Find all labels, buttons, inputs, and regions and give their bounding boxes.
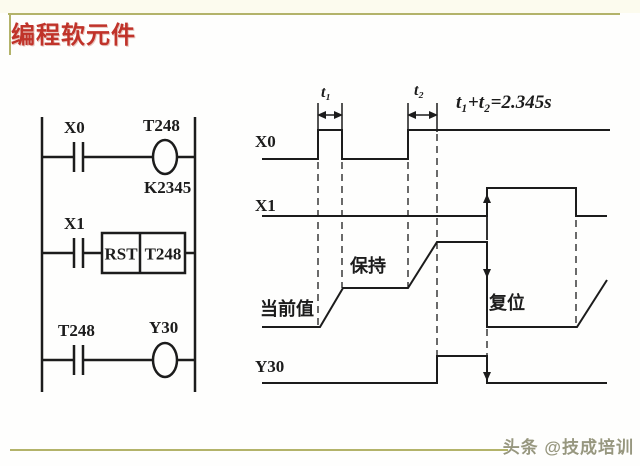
rung1-coil-label: T248 — [143, 116, 180, 135]
page-title: 编程软元件 — [11, 22, 136, 49]
signal-label-x0: X0 — [255, 132, 276, 151]
rung2-contact-label: X1 — [64, 214, 85, 233]
rung3-contact-icon — [72, 345, 85, 375]
rung3-coil-icon — [151, 341, 179, 379]
signal-label-x1: X1 — [255, 196, 276, 215]
t1-label: t₁ — [321, 84, 332, 101]
span-arrowhead-right-1 — [429, 111, 438, 119]
rung2-rst-box — [100, 231, 187, 275]
dir-arrowhead-1 — [483, 269, 491, 278]
span-arrowhead-left-0 — [317, 111, 326, 119]
waveform-0 — [262, 129, 610, 160]
signal-label-y30: Y30 — [255, 357, 285, 376]
waveform-1 — [262, 187, 607, 217]
hold-annotation: 保持 — [350, 256, 386, 276]
bottom-border-line — [10, 449, 508, 451]
rung1-coil-icon — [151, 138, 179, 176]
t2-label: t₂ — [414, 82, 425, 99]
rung1-contact-label: X0 — [64, 118, 85, 137]
signal-label-current-value: 当前值 — [260, 299, 314, 319]
watermark: 头条 @技成培训 — [502, 438, 634, 457]
rung3-coil-label: Y30 — [149, 318, 179, 337]
rung2-rst-target-label: T248 — [144, 244, 182, 264]
dir-arrowhead-0 — [483, 194, 491, 203]
rung1-contact-icon — [72, 142, 85, 172]
top-strip — [0, 0, 640, 13]
left-border-tick — [9, 13, 11, 55]
top-border-line — [8, 13, 620, 15]
timer-formula: t₁+t₂=2.345s — [456, 92, 552, 113]
dir-arrowhead-2 — [483, 372, 491, 381]
span-arrowhead-right-0 — [334, 111, 343, 119]
rung2-contact-icon — [72, 238, 85, 268]
rung1-coil-param: K2345 — [144, 178, 192, 197]
waveform-3 — [262, 355, 607, 384]
rung2-rst-label: RST — [104, 244, 138, 264]
rung3-contact-label: T248 — [58, 321, 95, 340]
reset-annotation: 复位 — [489, 293, 525, 313]
span-arrowhead-left-1 — [407, 111, 416, 119]
